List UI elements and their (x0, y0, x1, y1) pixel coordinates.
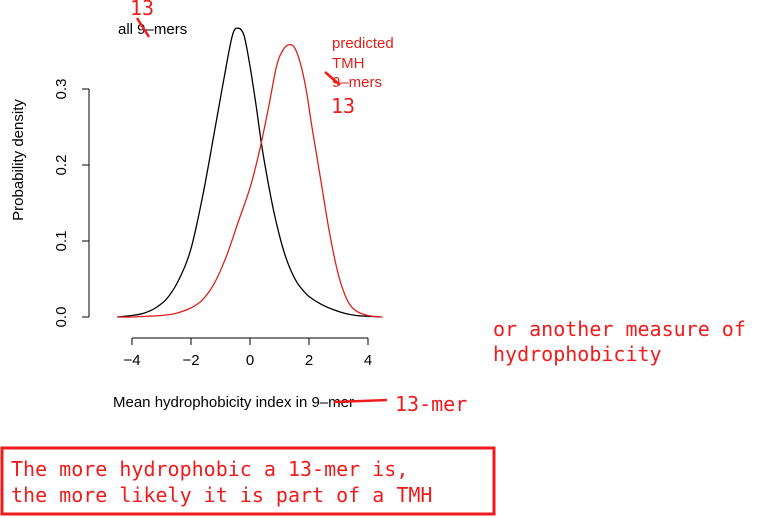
legend-tmh-line2: TMH (332, 55, 365, 72)
axes: 0.0 0.1 0.2 0.3 −4 −2 0 2 4 (53, 79, 372, 369)
series-line-predicted-tmh (117, 43, 383, 318)
x-axis-label: Mean hydrophobicity index in 9–mer (113, 394, 354, 411)
x-tick-label: −2 (182, 352, 199, 369)
legend-all-mers: all 9–mers (118, 21, 187, 38)
x-tick-label: 0 (246, 352, 254, 369)
statement-box (0, 446, 496, 516)
series-line-all-mers (117, 27, 380, 318)
legend-tmh-line1: predicted (332, 35, 394, 52)
x-tick-label: 2 (305, 352, 313, 369)
y-tick-label: 0.1 (53, 231, 70, 252)
statement-line-1: The more hydrophobic a 13-mer is, (11, 457, 408, 481)
note-line-1: or another measure of (493, 317, 746, 341)
strike-mark-top (135, 17, 151, 38)
statement-line-2: the more likely it is part of a TMH (11, 483, 432, 507)
strike-mark-legend (324, 71, 341, 86)
x-tick-label: −4 (123, 352, 140, 369)
y-tick-label: 0.2 (53, 155, 70, 176)
curves (117, 27, 383, 318)
legend-tmh-line3: 9–mers (332, 74, 382, 91)
strike-mark-xlabel (333, 398, 388, 404)
x-tick-label: 4 (364, 352, 372, 369)
y-tick-label: 0.0 (53, 307, 70, 328)
y-tick-label: 0.3 (53, 79, 70, 100)
edit-13-right: 13 (331, 94, 355, 118)
y-axis-label: Probability density (10, 99, 27, 221)
edit-13-mer: 13-mer (395, 392, 467, 416)
note-line-2: hydrophobicity (493, 342, 662, 366)
edit-13-top: 13 (130, 0, 154, 20)
